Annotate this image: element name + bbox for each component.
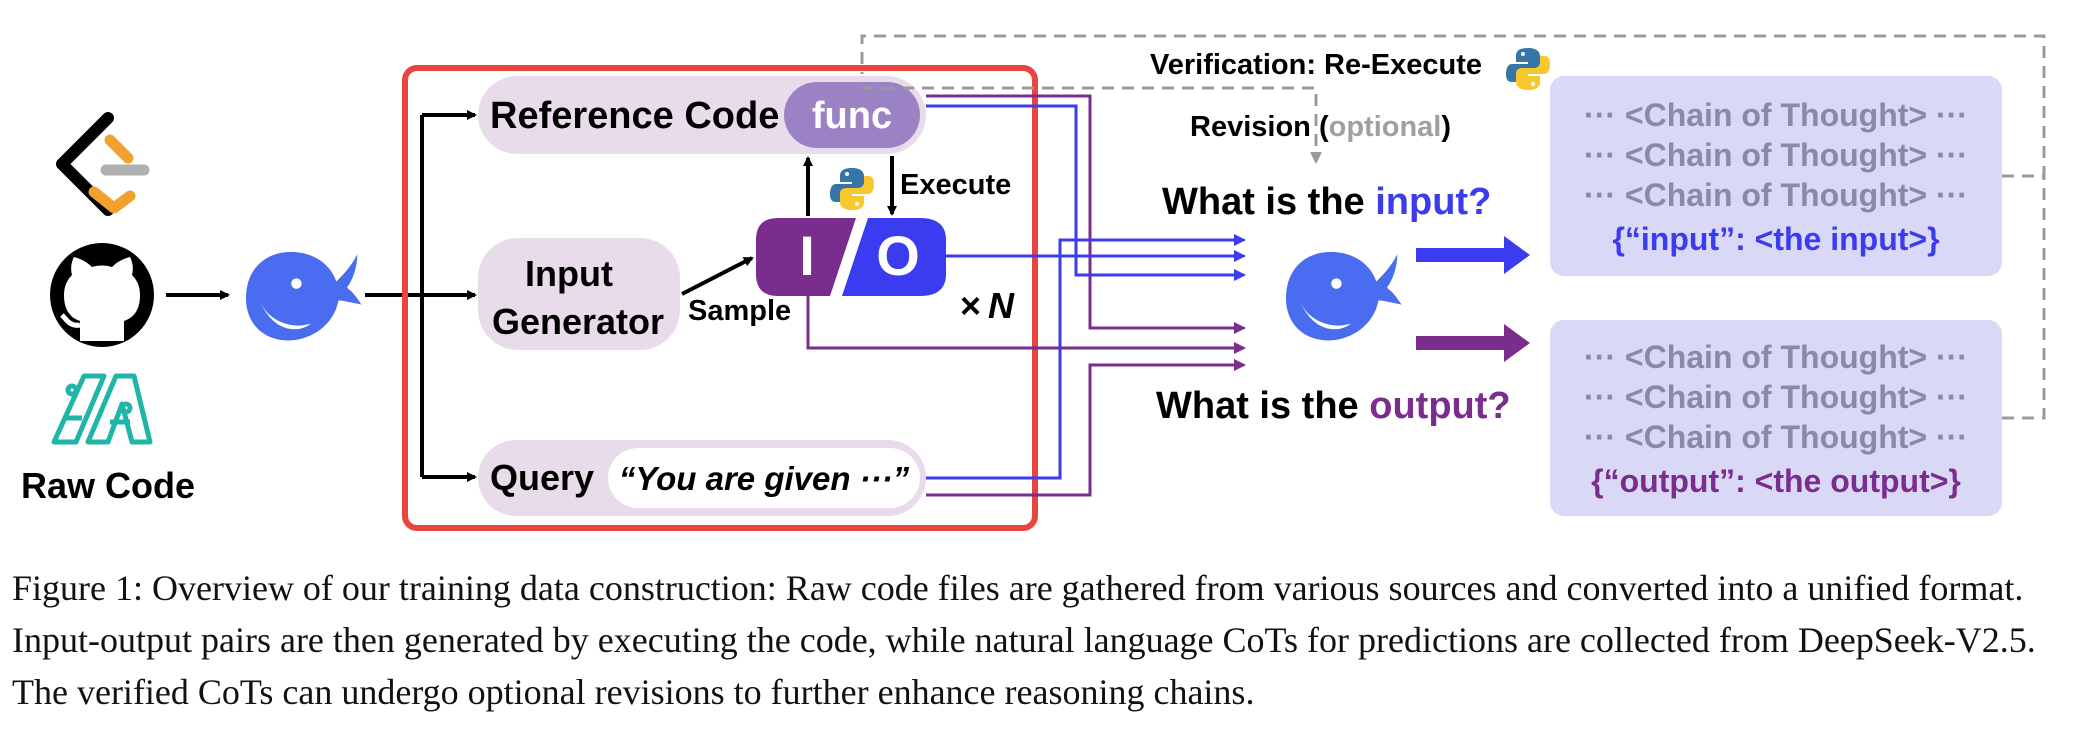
- raw-code-label: Raw Code: [21, 465, 195, 506]
- func-chip: [784, 82, 920, 148]
- revision-label: Revision (optional): [1190, 111, 1451, 143]
- input-cot-line-1: ··· <Chain of Thought> ···: [1584, 97, 1968, 133]
- question-input: What is the input?: [1162, 181, 1491, 223]
- predict-input-arrow: [1416, 236, 1530, 274]
- times-n-label: × N: [960, 285, 1015, 326]
- sample-label: Sample: [688, 295, 791, 327]
- reference-code-pill: Reference Code func: [478, 76, 926, 154]
- io-block: I O: [756, 218, 946, 296]
- execute-label: Execute: [900, 169, 1011, 201]
- generation-frame: [402, 65, 1038, 531]
- query-pill: Query “You are given ···”: [478, 440, 926, 516]
- deepseek-whale-icon: [246, 251, 362, 341]
- input-generator-line1: Input: [525, 253, 613, 294]
- io-i-label: I: [799, 224, 815, 287]
- sample-arrow: [681, 256, 754, 296]
- input-cot-box: ··· <Chain of Thought> ··· ··· <Chain of…: [1550, 76, 2002, 276]
- github-logo: [50, 243, 154, 347]
- python-icon-verification: [1506, 48, 1550, 90]
- query-label: Query: [490, 457, 594, 498]
- output-cot-line-1: ··· <Chain of Thought> ···: [1584, 339, 1968, 375]
- query-text-chip: [608, 448, 920, 508]
- predict-output-arrow: [1416, 324, 1530, 362]
- output-cot-line-2: ··· <Chain of Thought> ···: [1584, 379, 1968, 415]
- figure-caption: Figure 1: Overview of our training data …: [12, 568, 2036, 712]
- io-o-label: O: [876, 224, 920, 287]
- branch-arrows: [365, 110, 477, 482]
- output-cot-line-3: ··· <Chain of Thought> ···: [1584, 419, 1968, 455]
- codeforces-style-logo: [51, 373, 153, 445]
- connection-lines: [806, 94, 1246, 497]
- input-generator-pill: Input Generator: [478, 238, 680, 350]
- input-answer: {“input”: <the input>}: [1612, 221, 1939, 257]
- python-icon: [830, 168, 874, 210]
- input-cot-line-3: ··· <Chain of Thought> ···: [1584, 177, 1968, 213]
- times-symbol: ×: [960, 285, 981, 326]
- verification-loop: [860, 34, 2046, 420]
- input-generator-line2: Generator: [492, 301, 664, 342]
- output-cot-box: ··· <Chain of Thought> ··· ··· <Chain of…: [1550, 320, 2002, 516]
- query-text: “You are given ···”: [619, 460, 910, 497]
- leetcode-logo: [56, 112, 150, 216]
- output-answer: {“output”: <the output>}: [1591, 463, 1961, 499]
- deepseek-whale-icon-right: [1286, 251, 1402, 341]
- n-symbol: N: [988, 285, 1015, 326]
- training-data-construction-diagram: Raw Code Reference Code func Input Gener…: [21, 34, 2046, 531]
- func-label: func: [812, 95, 892, 137]
- input-cot-line-2: ··· <Chain of Thought> ···: [1584, 137, 1968, 173]
- verification-label: Verification: Re-Execute: [1150, 49, 1482, 81]
- question-output: What is the output?: [1156, 385, 1511, 427]
- reference-code-label: Reference Code: [490, 95, 779, 137]
